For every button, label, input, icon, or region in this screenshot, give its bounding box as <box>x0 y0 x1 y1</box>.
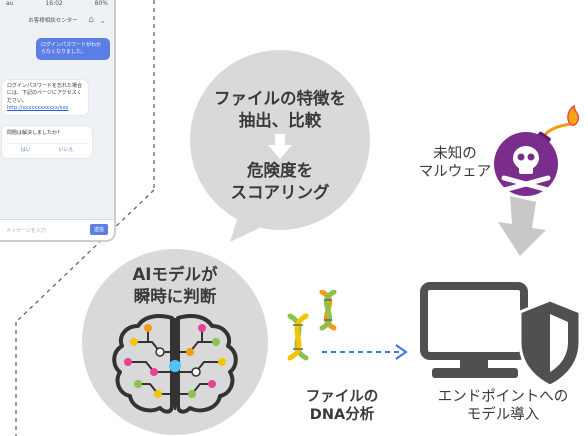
down-arrow-icon <box>268 134 292 159</box>
reply-text: ログインパスワードを忘れた場合には、下記のページにアクセスください。 <box>7 83 83 104</box>
ai-line-2: 瞬時に判断 <box>133 287 217 306</box>
bomb-skull-icon <box>494 104 580 196</box>
top-line-1: ファイルの特徴を <box>214 89 346 108</box>
input-placeholder: メッセージを入力 <box>6 227 46 234</box>
risk-score-text: 危険度を スコアリング <box>190 160 370 204</box>
top-line-2: 抽出、比較 <box>238 111 322 130</box>
gray-down-arrow <box>498 196 546 256</box>
no-button[interactable]: いいえ <box>58 147 74 154</box>
send-button[interactable]: 送信 <box>89 224 108 235</box>
message-input[interactable]: メッセージを入力 <box>0 219 114 240</box>
dna-icon <box>287 290 337 361</box>
chevron-down-icon[interactable]: ⌄ <box>99 15 106 25</box>
dna-analysis-label: ファイルの DNA分析 <box>290 388 394 424</box>
carrier-label: au <box>6 0 14 7</box>
home-icon[interactable]: ⌂ <box>88 15 94 25</box>
endpoint-model-label: エンドポイントへの モデル導入 <box>428 388 578 424</box>
malware-line-1: 未知の <box>433 146 477 162</box>
top-line-3: 危険度を <box>247 161 313 180</box>
top-line-4: スコアリング <box>230 183 330 202</box>
dna-line-2: DNA分析 <box>309 407 375 423</box>
dashed-arrow <box>322 344 408 360</box>
endpoint-line-2: モデル導入 <box>466 407 540 423</box>
malware-line-2: マルウェア <box>418 164 492 180</box>
endpoint-line-1: エンドポイントへの <box>437 389 569 405</box>
ai-line-1: AIモデルが <box>132 265 218 284</box>
feature-extract-text: ファイルの特徴を 抽出、比較 <box>190 88 370 132</box>
question-card: 問題は解決しましたか? はい いいえ <box>2 126 92 158</box>
phone-status-bar: au 16:02 80% <box>0 0 114 12</box>
ai-judge-text: AIモデルが 瞬時に判断 <box>80 264 270 308</box>
question-text: 問題は解決しましたか? <box>7 130 60 136</box>
reply-message-bubble: ログインパスワードを忘れた場合には、下記のページにアクセスください。 http:… <box>2 80 88 115</box>
header-title: お客様相談センター <box>28 18 78 24</box>
yes-button[interactable]: はい <box>20 147 31 154</box>
battery-label: 80% <box>94 0 108 7</box>
user-message-bubble: ログインパスワードがわからなくなりました。 <box>36 38 110 60</box>
time-label: 16:02 <box>45 0 63 7</box>
shield-icon <box>518 298 582 388</box>
unknown-malware-label: 未知の マルウェア <box>400 145 510 181</box>
brain-icon <box>112 314 238 414</box>
chat-phone-screenshot: au 16:02 80% お客様相談センター ⌂ ⌄ ログインパスワードがわから… <box>0 0 116 242</box>
dna-line-1: ファイルの <box>305 389 379 405</box>
endpoint-computer-icon <box>420 282 582 388</box>
phone-header: お客様相談センター ⌂ ⌄ <box>0 12 114 28</box>
reply-link[interactable]: http://xxxxxxxxxxxx/xxx <box>7 104 69 111</box>
